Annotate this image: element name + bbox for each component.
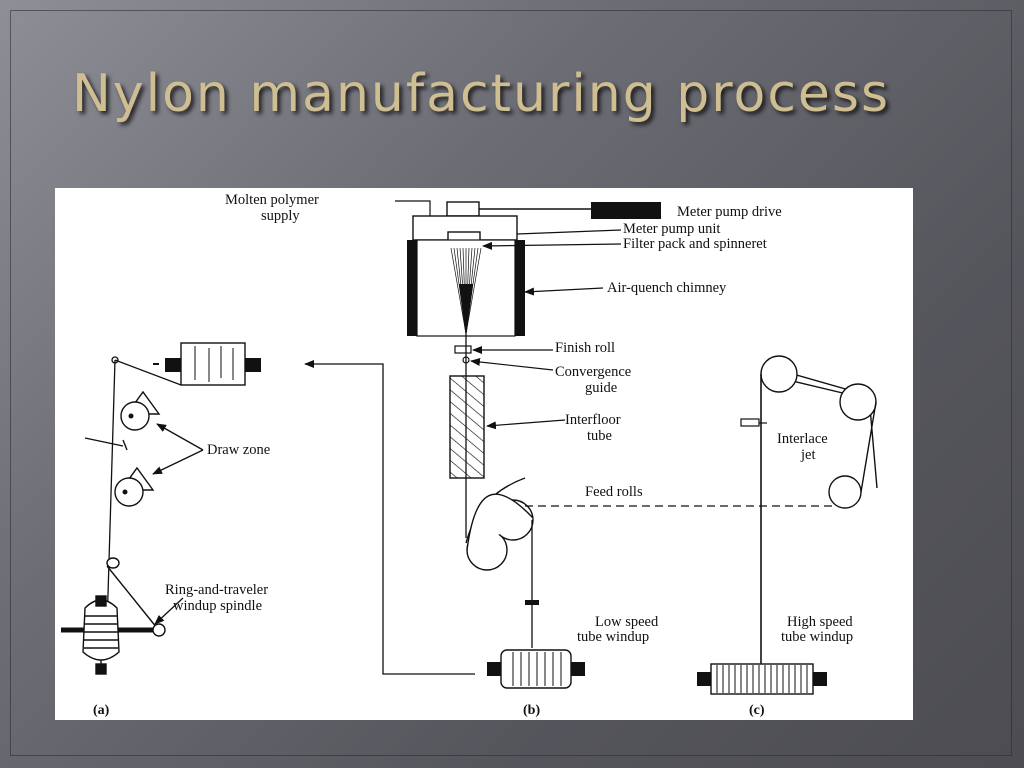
- label-draw-zone: Draw zone: [207, 442, 270, 458]
- label-high-speed-1: High speed: [787, 614, 853, 630]
- feed-rolls-b: [465, 477, 534, 571]
- label-low-speed-1: Low speed: [595, 614, 659, 630]
- draw-threadline: [106, 356, 182, 629]
- label-low-speed-2: tube windup: [577, 629, 649, 645]
- label-ring-traveler-1: Ring-and-traveler: [165, 582, 268, 598]
- draw-zone-pointers: [152, 423, 204, 475]
- low-speed-windup: [487, 649, 585, 689]
- draw-roll-axle-1: [128, 413, 134, 419]
- label-meter-pump-drive: Meter pump drive: [677, 204, 782, 220]
- label-ring-traveler-2: windup spindle: [173, 598, 262, 614]
- ring-traveler-spindle: [61, 557, 166, 675]
- slide-frame: [10, 10, 1012, 756]
- label-high-speed-2: tube windup: [781, 629, 853, 645]
- caption-c: (c): [749, 703, 765, 718]
- label-filter-pack: Filter pack and spinneret: [623, 236, 767, 252]
- filament-core: [459, 284, 473, 338]
- interfloor-tube: [449, 375, 485, 479]
- high-speed-windup: [697, 663, 827, 695]
- caption-b: (b): [523, 703, 540, 718]
- finish-roll: [454, 345, 472, 354]
- label-molten-polymer-2: supply: [261, 208, 300, 224]
- label-finish-roll: Finish roll: [555, 340, 615, 356]
- meter-pump-drive: [591, 202, 661, 219]
- caption-a: (a): [93, 703, 110, 718]
- transfer-arrow: [304, 360, 475, 675]
- label-interlace-2: jet: [800, 447, 816, 463]
- label-interfloor-1: Interfloor: [565, 412, 621, 428]
- label-air-quench: Air-quench chimney: [607, 280, 727, 296]
- label-feed-rolls: Feed rolls: [585, 484, 643, 500]
- leader-lines: [395, 200, 767, 430]
- draw-roll-axle-2: [122, 489, 128, 495]
- draw-package: [153, 342, 261, 386]
- ring-pointer: [154, 597, 184, 625]
- label-molten-polymer-1: Molten polymer: [225, 192, 319, 208]
- interlace-jet: [740, 418, 760, 427]
- label-meter-pump-unit: Meter pump unit: [623, 221, 720, 237]
- draw-rolls: [84, 390, 161, 507]
- label-convergence-2: guide: [585, 380, 617, 396]
- label-interfloor-2: tube: [587, 428, 612, 444]
- label-convergence-1: Convergence: [555, 364, 631, 380]
- label-interlace-1: Interlace: [777, 431, 828, 447]
- process-diagram: Molten polymer supply Meter pump drive M…: [55, 188, 913, 720]
- slide-title: Nylon manufacturing process: [72, 64, 891, 124]
- traverse-guide-b: [525, 600, 539, 605]
